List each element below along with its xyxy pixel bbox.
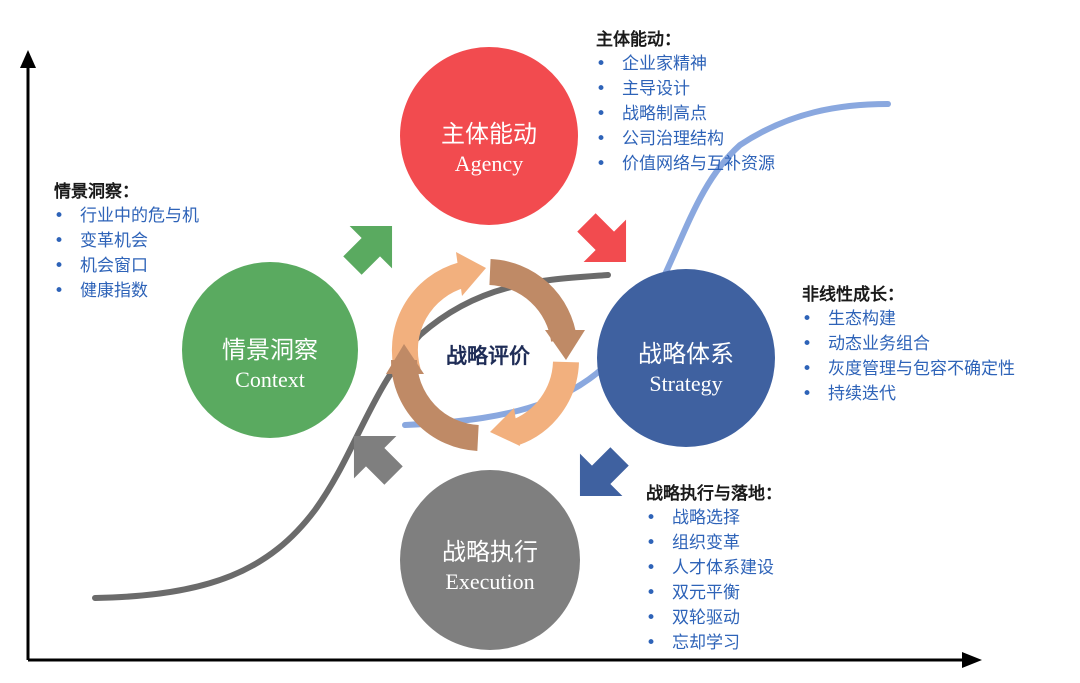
arrow-strategy-to-execution bbox=[579, 447, 629, 497]
bullet-icon: • bbox=[54, 231, 65, 251]
list-item: •持续迭代 bbox=[802, 382, 1015, 407]
agency-block-title: 主体能动： bbox=[596, 30, 681, 50]
context-circle bbox=[182, 262, 358, 438]
list-item: •人才体系建设 bbox=[646, 556, 782, 581]
arrow-execution-to-context bbox=[353, 435, 403, 485]
context-block-list: •行业中的危与机 •变革机会 •机会窗口 •健康指数 bbox=[54, 204, 199, 304]
execution-block-title: 战略执行与落地： bbox=[646, 484, 782, 504]
context-label-en: Context bbox=[235, 367, 305, 392]
list-item: •忘却学习 bbox=[646, 631, 782, 656]
bullet-icon: • bbox=[54, 281, 65, 301]
bullet-icon: • bbox=[596, 54, 607, 74]
bullet-icon: • bbox=[646, 583, 657, 603]
list-item: •战略选择 bbox=[646, 506, 782, 531]
bullet-icon: • bbox=[596, 154, 607, 174]
context-block-title: 情景洞察： bbox=[54, 182, 139, 202]
execution-label-en: Execution bbox=[445, 569, 535, 594]
cycle-arrowhead-top-right bbox=[545, 330, 585, 360]
strategy-block: 非线性成长： •生态构建 •动态业务组合 •灰度管理与包容不确定性 •持续迭代 bbox=[802, 283, 1015, 407]
agency-label-en: Agency bbox=[454, 151, 524, 176]
bullet-icon: • bbox=[596, 104, 607, 124]
bullet-icon: • bbox=[54, 256, 65, 276]
arrow-agency-to-strategy bbox=[577, 213, 627, 263]
bullet-icon: • bbox=[646, 533, 657, 553]
bullet-icon: • bbox=[596, 79, 607, 99]
list-item: •主导设计 bbox=[596, 77, 775, 102]
bullet-icon: • bbox=[54, 206, 65, 226]
list-item: •战略制高点 bbox=[596, 102, 775, 127]
list-item: •生态构建 bbox=[802, 307, 1015, 332]
context-block: 情景洞察： •行业中的危与机 •变革机会 •机会窗口 •健康指数 bbox=[54, 180, 199, 304]
execution-label-zh: 战略执行 bbox=[442, 538, 538, 566]
evaluation-cycle bbox=[386, 252, 585, 451]
cycle-arc-top-right bbox=[488, 259, 577, 343]
execution-label: 战略执行 Execution bbox=[420, 532, 560, 595]
list-item: •价值网络与互补资源 bbox=[596, 152, 775, 177]
agency-label: 主体能动 Agency bbox=[419, 114, 559, 177]
cycle-arrowhead-bottom-left bbox=[386, 344, 424, 374]
cycle-arc-bottom-left bbox=[390, 359, 480, 451]
bullet-icon: • bbox=[646, 633, 657, 653]
growth-curve-light bbox=[402, 101, 891, 428]
list-item: •企业家精神 bbox=[596, 52, 775, 77]
bullet-icon: • bbox=[802, 359, 813, 379]
strategy-block-title: 非线性成长： bbox=[802, 285, 904, 305]
execution-circle bbox=[400, 470, 580, 650]
bullet-icon: • bbox=[646, 508, 657, 528]
cycle-arrowhead-top-left bbox=[456, 252, 486, 296]
strategy-circle bbox=[597, 269, 775, 447]
list-item: •行业中的危与机 bbox=[54, 204, 199, 229]
execution-block-list: •战略选择 •组织变革 •人才体系建设 •双元平衡 •双轮驱动 •忘却学习 bbox=[646, 506, 782, 656]
agency-circle bbox=[400, 47, 578, 225]
bullet-icon: • bbox=[802, 384, 813, 404]
strategy-label-en: Strategy bbox=[649, 371, 723, 396]
list-item: •健康指数 bbox=[54, 279, 199, 304]
agency-block: 主体能动： •企业家精神 •主导设计 •战略制高点 •公司治理结构 •价值网络与… bbox=[596, 28, 775, 177]
context-label-zh: 情景洞察 bbox=[222, 336, 318, 364]
list-item: •动态业务组合 bbox=[802, 332, 1015, 357]
bullet-icon: • bbox=[596, 129, 607, 149]
cycle-arrowhead-bottom-right bbox=[490, 408, 520, 446]
strategy-label: 战略体系 Strategy bbox=[616, 334, 756, 397]
bullet-icon: • bbox=[646, 608, 657, 628]
x-axis-arrowhead bbox=[962, 652, 982, 668]
list-item: •机会窗口 bbox=[54, 254, 199, 279]
list-item: •公司治理结构 bbox=[596, 127, 775, 152]
center-evaluation-label: 战略评价 bbox=[446, 344, 530, 368]
strategy-label-zh: 战略体系 bbox=[638, 340, 734, 368]
y-axis-arrowhead bbox=[20, 50, 36, 68]
bullet-icon: • bbox=[802, 334, 813, 354]
arrow-context-to-agency bbox=[343, 225, 393, 275]
context-label: 情景洞察 Context bbox=[200, 330, 340, 393]
list-item: •变革机会 bbox=[54, 229, 199, 254]
bullet-icon: • bbox=[646, 558, 657, 578]
agency-label-zh: 主体能动 bbox=[441, 120, 537, 148]
execution-block: 战略执行与落地： •战略选择 •组织变革 •人才体系建设 •双元平衡 •双轮驱动… bbox=[646, 482, 782, 656]
strategy-block-list: •生态构建 •动态业务组合 •灰度管理与包容不确定性 •持续迭代 bbox=[802, 307, 1015, 407]
list-item: •组织变革 bbox=[646, 531, 782, 556]
agency-block-list: •企业家精神 •主导设计 •战略制高点 •公司治理结构 •价值网络与互补资源 bbox=[596, 52, 775, 177]
list-item: •双元平衡 bbox=[646, 581, 782, 606]
bullet-icon: • bbox=[802, 309, 813, 329]
list-item: •双轮驱动 bbox=[646, 606, 782, 631]
list-item: •灰度管理与包容不确定性 bbox=[802, 357, 1015, 382]
cycle-arc-bottom-right bbox=[509, 361, 579, 446]
